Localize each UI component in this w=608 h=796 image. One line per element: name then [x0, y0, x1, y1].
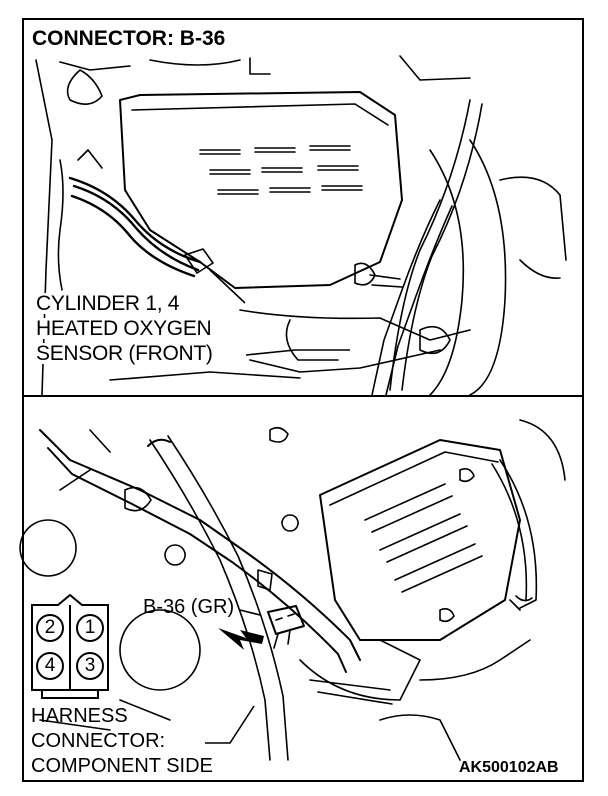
figure-frame: [22, 18, 584, 782]
top-engine-drawing: [35, 55, 567, 396]
pointer-arrow: [218, 628, 264, 650]
connector-pin-2: 2: [36, 614, 64, 642]
panel-divider: [22, 395, 584, 397]
connector-title: CONNECTOR: B-36: [32, 27, 230, 50]
connector-pin-3: 3: [76, 652, 104, 680]
harness-connector-face: [31, 593, 109, 699]
sensor-callout-line2: HEATED OXYGEN: [36, 317, 212, 340]
harness-label-line3: COMPONENT SIDE: [31, 755, 213, 777]
bottom-engine-drawing: [19, 419, 566, 761]
connector-pin-1: 1: [76, 614, 104, 642]
connector-callout: B-36 (GR): [143, 596, 235, 618]
sensor-callout-line3: SENSOR (FRONT): [36, 342, 213, 365]
sensor-callout-line1: CYLINDER 1, 4: [36, 292, 180, 315]
harness-label-line1: HARNESS: [31, 705, 128, 727]
harness-label-line2: CONNECTOR:: [31, 730, 166, 752]
leader-lines: [205, 269, 350, 744]
connector-pin-4: 4: [36, 652, 64, 680]
figure-code: AK500102AB: [459, 759, 559, 776]
